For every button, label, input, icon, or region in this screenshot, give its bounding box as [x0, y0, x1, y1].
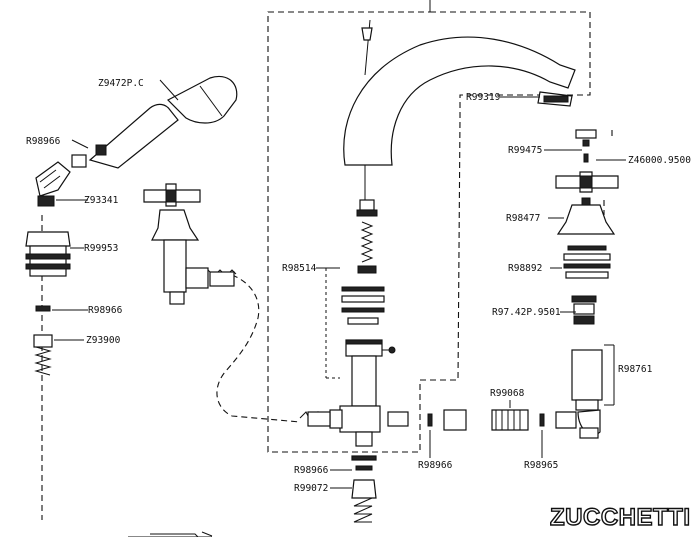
left-column-parts — [25, 231, 71, 376]
part-labels: Z9472P.C R98966 Z93341 R99953 R98966 Z93… — [26, 78, 691, 494]
label-cartridge-stack: R98892 — [508, 263, 542, 274]
handshower — [35, 75, 238, 207]
label-conn-washer: R98966 — [418, 460, 453, 471]
label-hs-hose-nut: Z93341 — [84, 195, 119, 206]
label-hs-washer: R98966 — [26, 136, 61, 147]
label-spout-aerator: R99319 — [466, 92, 501, 103]
label-center-washer: R98966 — [294, 465, 329, 476]
label-center-union: R99072 — [294, 483, 328, 494]
label-headpart: R97.42P.9501 — [492, 307, 561, 318]
label-handshower: Z9472P.C — [98, 78, 144, 89]
bottom-hose — [128, 531, 213, 537]
label-bell-cover: R98477 — [506, 213, 540, 224]
spout — [343, 19, 576, 200]
center-washer-stack — [341, 286, 385, 325]
right-valve — [555, 129, 619, 439]
connector-parts — [387, 409, 545, 431]
label-hs-holder: R99953 — [84, 243, 118, 254]
brand-logo: ZUCCHETTI — [550, 504, 690, 531]
label-conn-washer-2: R98965 — [524, 460, 558, 471]
diverter-rod — [356, 199, 378, 274]
bottom-union — [351, 455, 377, 523]
label-diverter-rod: R98514 — [282, 263, 317, 274]
label-hs-hose: Z93900 — [86, 335, 121, 346]
center-body — [299, 339, 396, 447]
label-valve-body: R98761 — [618, 364, 653, 375]
label-cross-handle-screw: R99475 — [508, 145, 542, 156]
label-conn-union: R99068 — [490, 388, 525, 399]
label-hs-washer-2: R98966 — [88, 305, 123, 316]
leader-lines — [52, 79, 626, 489]
left-valve — [143, 183, 237, 305]
label-cross-handle: Z46000.9500 — [628, 155, 691, 166]
